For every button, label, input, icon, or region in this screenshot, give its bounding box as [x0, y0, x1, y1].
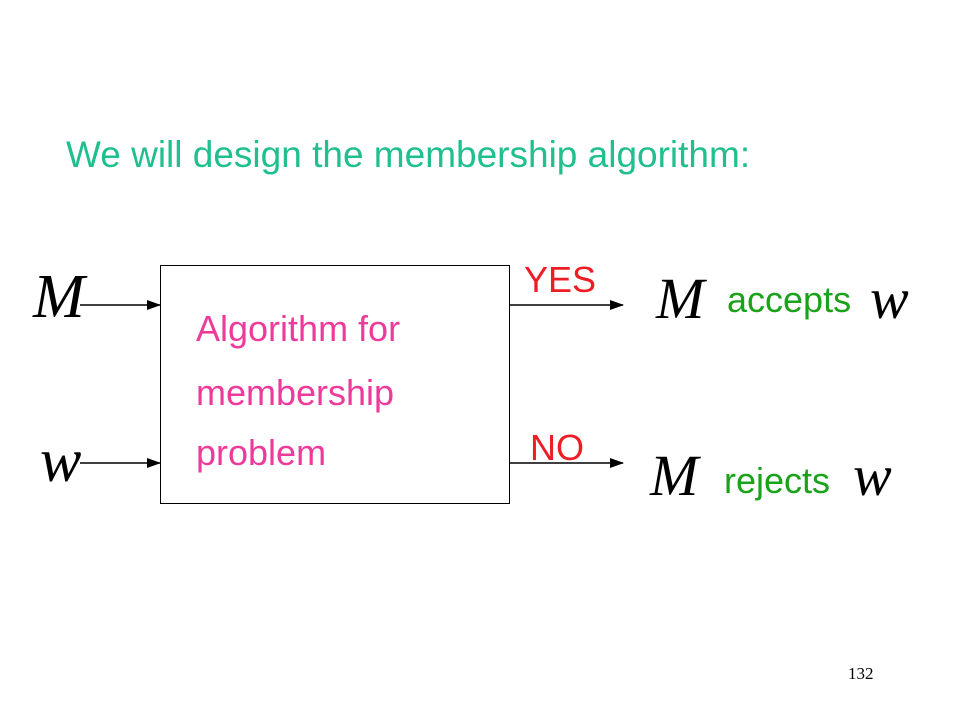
- yes-label: YES: [524, 259, 597, 300]
- no-label: NO: [530, 427, 584, 468]
- reject-word-symbol: w: [853, 443, 892, 508]
- slide-heading: We will design the membership algorithm:: [66, 134, 751, 175]
- reject-machine-symbol: M: [650, 443, 699, 508]
- box-text-line-1: Algorithm for: [196, 308, 401, 349]
- input-word-symbol: w: [40, 427, 82, 495]
- page-number: 132: [848, 664, 874, 683]
- accept-machine-symbol: M: [656, 266, 705, 331]
- algorithm-box: [160, 265, 510, 504]
- reject-verb: rejects: [724, 460, 831, 501]
- input-machine-symbol: M: [33, 263, 85, 331]
- box-text-line-3: problem: [196, 432, 327, 473]
- box-text-line-2: membership: [196, 372, 395, 413]
- accept-verb: accepts: [727, 279, 852, 320]
- accept-word-symbol: w: [870, 266, 909, 331]
